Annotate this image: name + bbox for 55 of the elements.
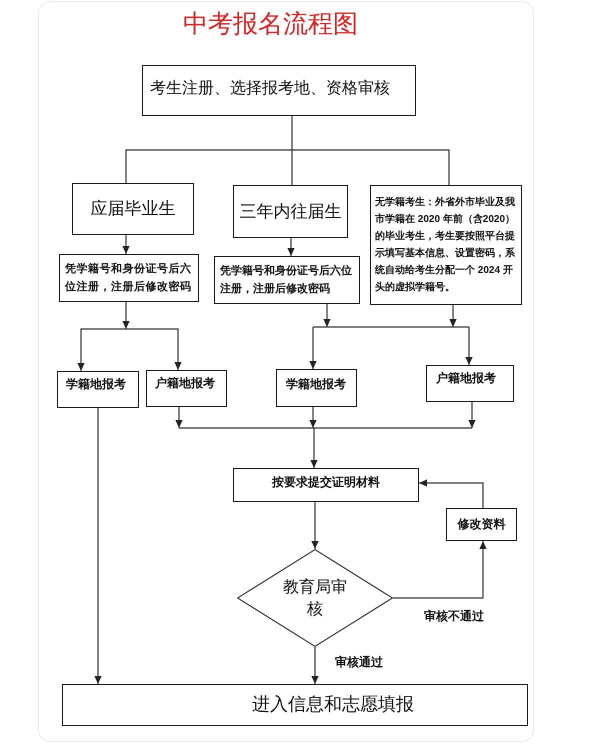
process-box — [426, 365, 514, 402]
arrow — [309, 407, 317, 428]
arrow — [126, 328, 182, 370]
connector-line — [179, 427, 472, 429]
category-label: 应届毕业生 — [90, 199, 176, 219]
decision-diamond — [237, 549, 393, 647]
process-box — [142, 65, 416, 116]
step-label: 按要求提交证明材料 — [272, 475, 380, 490]
step-label: 凭学籍号和身份证号后六位注册，注册后修改密码 — [220, 263, 353, 297]
arrow — [449, 305, 457, 327]
step-label: 修改资料 — [458, 517, 506, 532]
arrow — [122, 235, 130, 254]
category-box — [370, 185, 522, 305]
arrow — [309, 327, 317, 369]
diagram-title: 中考报名流程图 — [183, 8, 358, 40]
decision-label: 教育局审核 — [282, 576, 348, 620]
step-label: 学籍地报考 — [286, 377, 346, 392]
step-label: 户籍地报考 — [436, 371, 496, 386]
process-box — [446, 508, 517, 541]
process-box — [62, 684, 528, 726]
arrow — [419, 479, 484, 508]
arrow — [94, 408, 102, 684]
step-label: 学籍地报考 — [66, 377, 126, 392]
arrow — [77, 328, 126, 371]
step-label: 户籍地报考 — [155, 376, 215, 391]
connector-line — [125, 149, 292, 183]
category-box — [233, 185, 348, 238]
connector-line — [291, 116, 293, 150]
process-box — [59, 254, 199, 302]
arrow — [287, 238, 295, 256]
step-label: 凭学籍号和身份证号后六位注册，注册后修改密码 — [65, 261, 192, 295]
step-label: 进入信息和志愿填报 — [252, 694, 414, 716]
process-box — [276, 369, 357, 407]
connector-line — [291, 150, 293, 185]
connector-line — [292, 149, 450, 185]
process-box — [146, 370, 227, 407]
arrow — [323, 304, 331, 327]
edge-label: 审核通过 — [334, 655, 384, 670]
arrow — [175, 407, 183, 428]
step-label: 考生注册、选择报考地、资格审核 — [150, 79, 390, 99]
category-label: 三年内往届生 — [240, 202, 342, 222]
connector-line — [313, 326, 469, 328]
process-box — [233, 468, 419, 502]
arrow — [122, 302, 130, 329]
arrow — [468, 402, 476, 428]
category-box — [72, 183, 194, 235]
process-box — [214, 256, 360, 304]
arrow — [311, 647, 319, 684]
arrow — [311, 502, 319, 549]
category-description: 无学籍考生：外省外市毕业及我市学籍在 2020 年前（含2020）的毕业考生，考生要按照平台提示填写基本信息、设置密码，系统自动给考生分配一个 2024 开头的虚拟学籍号。 — [375, 195, 516, 295]
arrow — [465, 327, 473, 365]
arrow — [393, 541, 487, 599]
edge-label: 审核不通过 — [423, 609, 485, 624]
arrow — [310, 428, 318, 468]
process-box — [57, 371, 139, 408]
